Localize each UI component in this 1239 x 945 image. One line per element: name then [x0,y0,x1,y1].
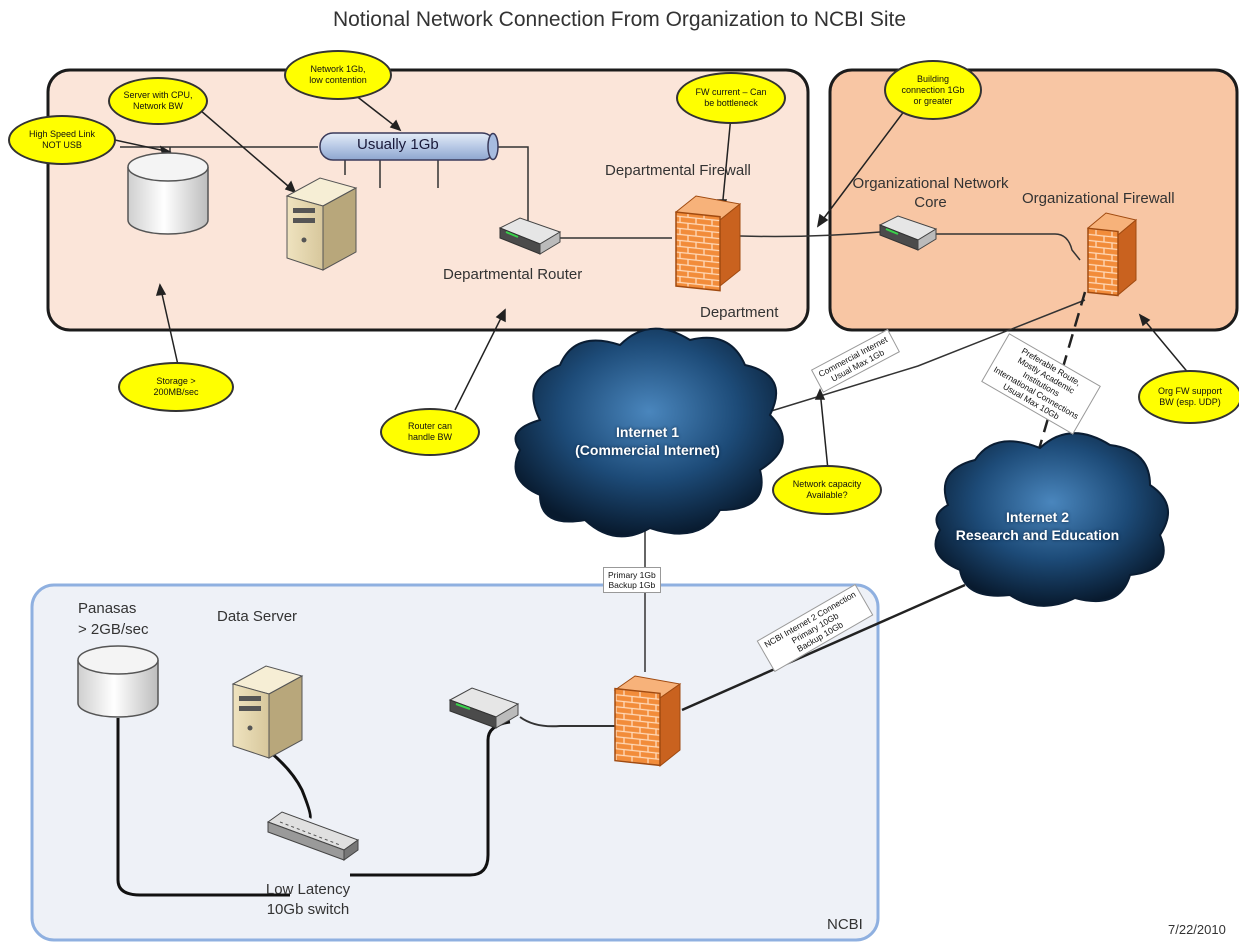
diagram-title: Notional Network Connection From Organiz… [332,8,907,31]
callout-arrows [114,94,1191,471]
departmental-firewall-icon [674,195,742,292]
internet1-cloud-icon [514,327,784,538]
callout-server-cpu: Server with CPU,Network BW [108,77,208,125]
callout-storage: Storage >200MB/sec [118,362,234,412]
core-to-org-firewall-line [935,233,1081,261]
server-tower-icon [285,177,358,271]
firewall-to-core-line [739,231,881,238]
server-to-switch [269,750,312,819]
org-firewall-icon [1086,212,1138,297]
ncbi-router-to-firewall [519,716,615,728]
lan-bus [319,132,499,161]
ncbi-router-icon [448,687,520,729]
org-network-core-label: Organizational Network Core [852,175,1009,211]
ncbi-zone-label: NCBI [827,916,863,933]
ncbi-zone [30,583,880,942]
org-firewall-label: Organizational Firewall [1022,190,1175,207]
panasas-to-switch [116,718,290,897]
storage-disk-icon [127,152,209,235]
data-server-icon [231,665,304,759]
panasas-disk-icon [77,645,159,718]
departmental-router-icon [498,217,562,255]
bus-drops [344,160,439,188]
low-latency-switch-icon [266,811,360,861]
diagram-date: 7/22/2010 [1168,922,1226,937]
data-server-label: Data Server [217,608,298,625]
departmental-firewall-label: Departmental Firewall [605,162,751,179]
department-zone-label: Department [700,304,779,321]
department-zone [46,68,810,332]
lan-bus-label: Usually 1Gb [357,136,439,153]
bus-to-router-line [497,146,529,238]
internet1-label: Internet 1 (Commercial Internet) [575,424,720,458]
panasas-label: Panasas > 2GB/sec [78,600,149,638]
internet2-label: Internet 2 Research and Education [955,509,1120,543]
org-core-router-icon [878,215,938,251]
departmental-router-label: Departmental Router [443,266,583,283]
ncbi-internet2-link [681,583,966,712]
switch-label: Low Latency 10Gb switch [265,881,351,918]
internet2-cloud-icon [934,432,1169,607]
callout-network-1gb: Network 1Gb,low contention [284,50,392,100]
ncbi-firewall-icon [613,675,682,768]
